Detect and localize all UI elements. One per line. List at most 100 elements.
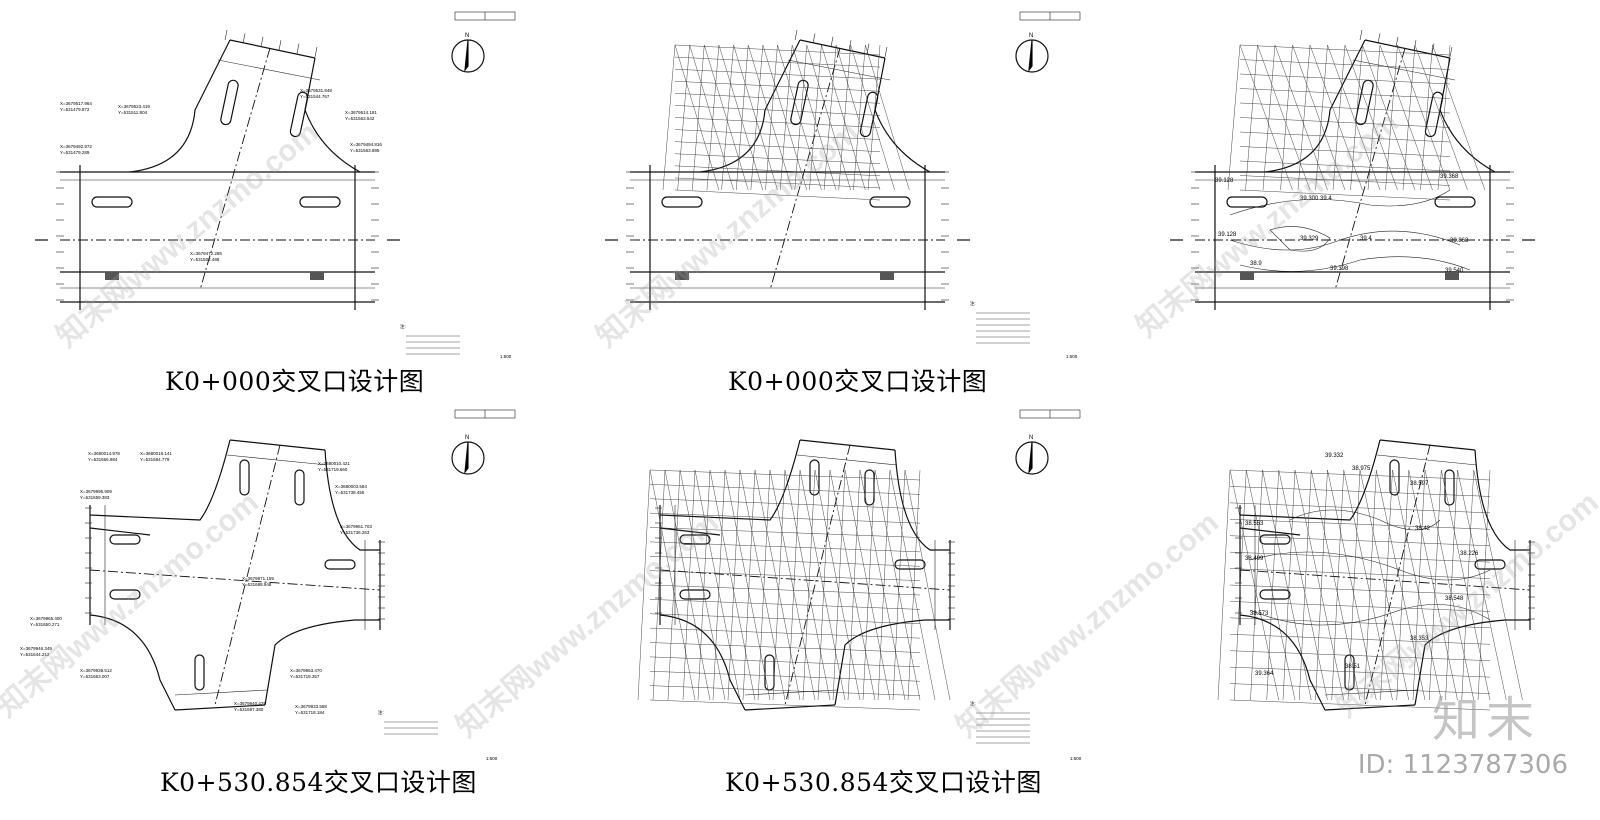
- coordinate-label: X=3679531.848: [300, 88, 332, 93]
- island: [1226, 196, 1268, 208]
- island: [194, 654, 205, 691]
- elevation-label: 38.9: [1250, 261, 1262, 267]
- road-edge: [659, 439, 801, 521]
- island: [679, 589, 711, 600]
- panel-caption-4: K0+530.854交叉口设计图: [160, 768, 477, 797]
- island: [1434, 196, 1476, 208]
- elevation-label: 38.573: [1250, 611, 1269, 617]
- coordinate-label: Y=531563.542: [345, 116, 375, 121]
- panel-caption-1: K0+000交叉口设计图: [165, 367, 425, 396]
- elevation-label: 38.353: [1410, 636, 1429, 642]
- elevation-label: 39.332: [1325, 453, 1344, 459]
- scale-label: 1:500: [1070, 756, 1082, 761]
- island: [1355, 79, 1374, 126]
- elevation-label: 38.553: [1245, 521, 1264, 527]
- elevation-label: 38.51: [1345, 664, 1361, 670]
- coordinate-label: X=3679946.349: [20, 646, 52, 651]
- coordinate-label: X=3679523.419: [118, 104, 150, 109]
- coordinate-label: Y=531479.289: [60, 150, 90, 155]
- road-edge: [1239, 439, 1381, 521]
- crosswalk: [1445, 272, 1459, 280]
- coordinate-label: X=3679961.703: [340, 524, 372, 529]
- coordinate-label: Y=531479.872: [60, 107, 90, 112]
- road-centerline: [659, 569, 951, 591]
- panel-6: 39.33238.97538.59738.4238.22638.55338.49…: [1217, 439, 1535, 711]
- crosswalk: [105, 272, 119, 280]
- scale-label: 1:500: [500, 354, 512, 359]
- island: [790, 79, 809, 126]
- coordinate-label: Y=531502.488: [190, 257, 220, 262]
- coordinate-label: X=3679517.964: [60, 101, 92, 106]
- road-edge: [1414, 619, 1530, 706]
- elevation-label: 39.364: [1255, 671, 1274, 677]
- branch-edge: [304, 57, 361, 173]
- island: [299, 196, 341, 208]
- crosswalk: [310, 272, 324, 280]
- coordinate-label: Y=531666.984: [88, 457, 118, 462]
- north-label: N: [1029, 435, 1033, 441]
- island: [239, 459, 250, 496]
- elevation-label: 38.597: [1410, 481, 1429, 487]
- road-centerline: [784, 444, 851, 706]
- island: [1474, 559, 1506, 570]
- coordinate-label: Y=531644.212: [20, 652, 50, 657]
- coordinate-label: Y=531663.007: [80, 674, 110, 679]
- coordinate-label: Y=531736.263: [340, 530, 370, 535]
- coordinate-label: Y=531684.779: [140, 457, 170, 462]
- island: [809, 459, 820, 496]
- elevation-label: 38.226: [1460, 551, 1479, 557]
- road-edge: [324, 449, 380, 551]
- scale-label: 1:500: [1066, 354, 1078, 359]
- road-edge: [894, 449, 950, 551]
- coordinate-label: X=3679940.425: [234, 701, 266, 706]
- notes-title: 注:: [378, 709, 384, 716]
- island: [109, 589, 141, 600]
- scale-label: 1:500: [486, 756, 498, 761]
- panel-2: N注:1:500: [605, 11, 1081, 359]
- contour-line: [1229, 230, 1461, 251]
- island: [294, 469, 305, 506]
- island: [869, 196, 911, 208]
- island: [1389, 459, 1400, 496]
- contour-line: [1289, 509, 1441, 531]
- island: [289, 91, 309, 138]
- elevation-label: 39.128: [1215, 178, 1234, 184]
- island: [679, 534, 711, 545]
- coordinate-label: Y=531718.357: [290, 674, 320, 679]
- branch-centerline: [1334, 47, 1406, 291]
- elevation-label: 39.128: [1218, 232, 1237, 238]
- island: [109, 534, 141, 545]
- contour-line: [1239, 256, 1471, 272]
- crosswalk: [1240, 272, 1254, 280]
- elevation-label: 38.499: [1245, 556, 1264, 562]
- coordinate-label: X=3679971.159: [242, 576, 274, 581]
- contour-line: [1229, 189, 1451, 216]
- notes-title: 注:: [970, 700, 976, 707]
- road-edge: [834, 619, 950, 706]
- island: [220, 79, 239, 126]
- elevation-grid: [1227, 44, 1486, 201]
- road-centerline: [1239, 569, 1531, 591]
- island: [661, 196, 703, 208]
- elevation-grid: [662, 44, 910, 201]
- island: [894, 559, 926, 570]
- elevation-label: 39.300: [1300, 196, 1319, 202]
- elevation-label: 39.368: [1440, 174, 1459, 180]
- branch-centerline: [769, 47, 841, 291]
- coordinate-label: Y=531659.383: [80, 495, 110, 500]
- contour-line: [1249, 551, 1491, 581]
- coordinate-label: Y=531563.895: [350, 148, 380, 153]
- branch-edge: [874, 57, 931, 173]
- crosswalk: [675, 272, 689, 280]
- elevation-label: 39.4: [1360, 236, 1372, 242]
- coordinate-label: X=3680018.141: [140, 451, 172, 456]
- coordinate-label: X=3679965.400: [30, 616, 62, 621]
- island: [324, 559, 356, 570]
- road-edge: [1474, 449, 1530, 551]
- crosswalk: [880, 272, 894, 280]
- island: [764, 654, 775, 691]
- branch-edge: [129, 39, 231, 173]
- panel-caption-5: K0+530.854交叉口设计图: [725, 768, 1042, 797]
